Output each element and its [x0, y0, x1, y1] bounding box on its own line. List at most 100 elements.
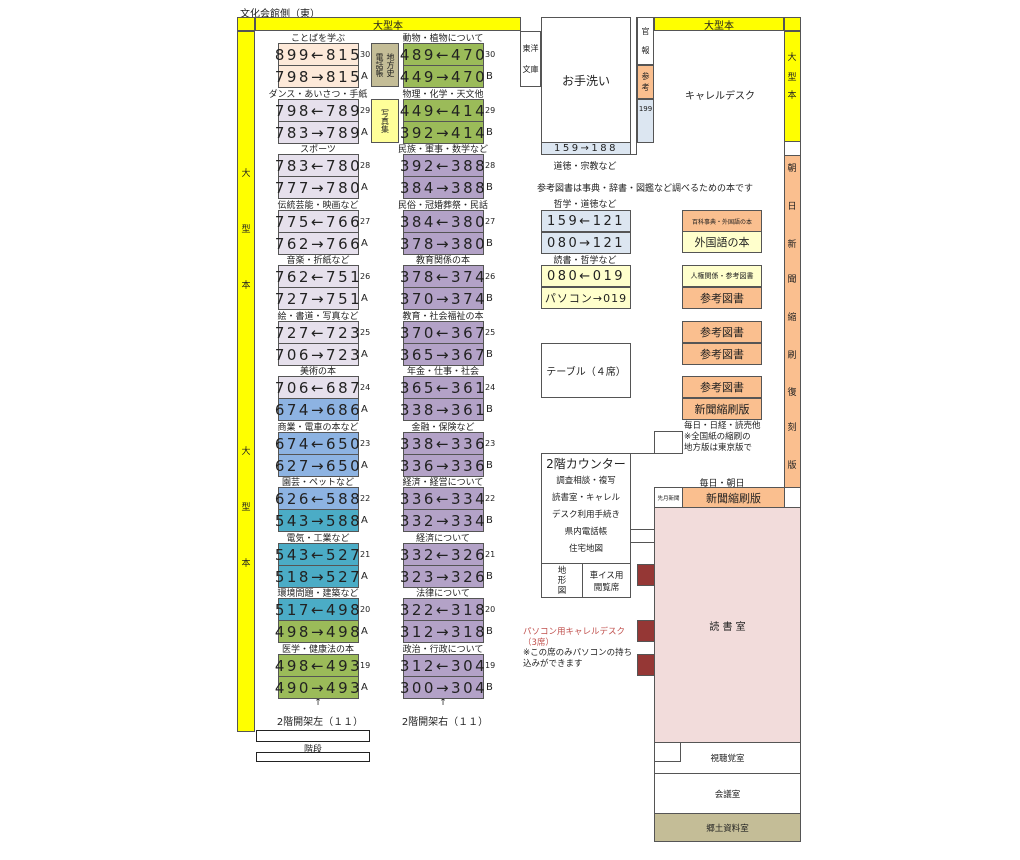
reference-shelf-4[interactable]: 参考図書 — [682, 376, 762, 398]
note-line: 地方版は東京版で — [684, 443, 753, 453]
shelf-number: 24 — [360, 383, 371, 392]
shelf-range-bottom[interactable]: 300→304 — [400, 676, 485, 699]
shelf-philo-bottom[interactable]: 080→121 — [541, 232, 631, 254]
shelf-range-top[interactable]: 332←326 — [400, 543, 485, 566]
pc-carrel-desk[interactable] — [637, 564, 655, 586]
shelf-range-bottom[interactable]: 674→686 — [275, 398, 360, 421]
shelf-range-bottom[interactable]: 627→650 — [275, 454, 360, 477]
shelf-number: 29 — [360, 106, 371, 115]
shelf-range-top[interactable]: 783←780 — [275, 154, 360, 177]
shelf-range-top[interactable]: 365←361 — [400, 376, 485, 399]
shelf-range-top[interactable]: 449←414 — [400, 99, 485, 122]
newspaper-reprint-shelf[interactable]: 新聞縮刷版 — [682, 398, 762, 420]
shelf-range-bottom[interactable]: 338→361 — [400, 398, 485, 421]
shelf-range-top[interactable]: 798←789 — [275, 99, 360, 122]
shelf-range-bottom[interactable]: 727→751 — [275, 287, 360, 310]
shelf-reading-bottom[interactable]: パソコン→019 — [541, 287, 631, 309]
shelf-range-bottom[interactable]: 312→318 — [400, 620, 485, 643]
shelf-range-bottom[interactable]: 783→789 — [275, 121, 360, 144]
shelf-range-top[interactable]: 322←318 — [400, 598, 485, 621]
shelf-side: B — [486, 127, 493, 138]
shelf-philo-top[interactable]: 159←121 — [541, 210, 631, 232]
reference-shelf-1[interactable]: 参考図書 — [682, 287, 762, 309]
shelf-range-top[interactable]: 370←367 — [400, 321, 485, 344]
shelf-range-top[interactable]: 384←380 — [400, 210, 485, 233]
shelf-range-top[interactable]: 378←374 — [400, 265, 485, 288]
shelf-range-bottom[interactable]: 384→388 — [400, 176, 485, 199]
reference-shelf-3[interactable]: 参考図書 — [682, 343, 762, 365]
shelf-range-bottom[interactable]: 706→723 — [275, 343, 360, 366]
shelf-number: 30 — [485, 50, 496, 59]
local-history-room[interactable]: 郷土資料室 — [654, 813, 801, 842]
human-rights-shelf[interactable]: 人権関係・参考図書 — [682, 265, 762, 287]
photo-label: 写真集 — [380, 109, 390, 133]
shelf-reading-top[interactable]: 080←019 — [541, 265, 631, 287]
shelf-range-bottom[interactable]: 798→815 — [275, 65, 360, 88]
encyclopedia-label-shelf[interactable]: 百科事典・外国語の本 — [682, 210, 762, 232]
shelf-range-top[interactable]: 775←766 — [275, 210, 360, 233]
shelf-range-bottom[interactable]: 498→498 — [275, 620, 360, 643]
shelf-range-bottom[interactable]: 370→374 — [400, 287, 485, 310]
shelf-range-top[interactable]: 392←388 — [400, 154, 485, 177]
philosophy-label: 哲学・道徳など — [553, 200, 617, 210]
shelf-side: B — [486, 460, 493, 471]
shelf-range-top[interactable]: 543←527 — [275, 543, 360, 566]
shelf-number: 28 — [360, 161, 371, 170]
shelf-range-bottom[interactable]: 336→336 — [400, 454, 485, 477]
last-month-newspaper[interactable]: 先月新聞 — [654, 487, 683, 508]
shelf-range-top[interactable]: 899←815 — [275, 43, 360, 66]
shelf-range-top[interactable]: 312←304 — [400, 654, 485, 677]
pc-carrel-desk[interactable] — [637, 654, 655, 676]
vertical-char: 型 — [241, 503, 251, 513]
map-title: 文化会館側（東） — [240, 9, 320, 20]
foreign-language-shelf[interactable]: 外国語の本 — [682, 231, 762, 253]
shelf-range-top[interactable]: 498←493 — [275, 654, 360, 677]
shelf-199[interactable]: 199 — [637, 99, 654, 143]
shelf-range-top[interactable]: 517←498 — [275, 598, 360, 621]
topographic-map-shelf[interactable]: 地形図 — [541, 563, 583, 598]
shelf-range-top[interactable]: 626←588 — [275, 487, 360, 510]
second-floor-counter[interactable]: 2階カウンター 調査相談・複写 読書室・キャレル デスク利用手続き 県内電話帳 … — [541, 453, 631, 564]
toyo-bunko-shelf[interactable]: 東洋文庫 — [520, 31, 541, 87]
sanko-shelf[interactable]: 参考 — [637, 65, 654, 99]
shelf-range-top[interactable]: 706←687 — [275, 376, 360, 399]
local-history-phonebook-shelf[interactable]: 電話帳 地方史 — [371, 43, 399, 87]
newspaper-reprint-column[interactable]: 朝日新聞縮刷復刻版 — [784, 155, 801, 488]
shelf-range-bottom[interactable]: 392→414 — [400, 121, 485, 144]
kanpo-shelf[interactable]: 官報 — [637, 17, 654, 65]
meeting-room[interactable]: 会議室 — [654, 773, 801, 814]
newspaper-reprint-bottom[interactable]: 新聞縮刷版 — [682, 487, 785, 508]
shelf-range-bottom[interactable]: 762→766 — [275, 232, 360, 255]
shelf-range-bottom[interactable]: 378→380 — [400, 232, 485, 255]
shelf-label: 音楽・折紙など — [286, 256, 350, 266]
large-books-left-column: 大型本大型本 — [237, 31, 255, 732]
shelf-range-bottom[interactable]: 323→326 — [400, 565, 485, 588]
shelf-range-top[interactable]: 336←334 — [400, 487, 485, 510]
shelf-range-top[interactable]: 338←336 — [400, 432, 485, 455]
shelf-number: 26 — [485, 272, 496, 281]
shelf-range-top[interactable]: 674←650 — [275, 432, 360, 455]
shelf-range-top[interactable]: 762←751 — [275, 265, 360, 288]
shelf-label: 政治・行政について — [402, 645, 484, 655]
shelf-range-bottom[interactable]: 777→780 — [275, 176, 360, 199]
pc-carrel-desk[interactable] — [637, 620, 655, 642]
shelf-label: 伝統芸能・映画など — [277, 201, 359, 211]
shelf-side: A — [361, 127, 368, 138]
shelf-range-bottom[interactable]: 332→334 — [400, 509, 485, 532]
moral-label: 道徳・宗教など — [553, 162, 617, 172]
shelf-range-top[interactable]: 489←470 — [400, 43, 485, 66]
shelf-range-bottom[interactable]: 543→588 — [275, 509, 360, 532]
shelf-side: A — [361, 404, 368, 415]
shelf-range-bottom[interactable]: 518→527 — [275, 565, 360, 588]
shelf-range-bottom[interactable]: 365→367 — [400, 343, 485, 366]
reading-room[interactable]: 読 書 室 — [654, 507, 801, 743]
restroom-shelf[interactable]: 159→188 — [541, 142, 631, 155]
shelf-range-bottom[interactable]: 449→470 — [400, 65, 485, 88]
wheelchair-seat[interactable]: 車イス用閲覧席 — [582, 563, 631, 598]
shelf-number: 20 — [360, 605, 371, 614]
photo-shelf[interactable]: 写真集 — [371, 99, 399, 143]
shelf-range-top[interactable]: 727←723 — [275, 321, 360, 344]
large-books-top-right: 大型本 — [654, 17, 784, 32]
shelf-range-bottom[interactable]: 490→493 — [275, 676, 360, 699]
reference-shelf-2[interactable]: 参考図書 — [682, 321, 762, 343]
